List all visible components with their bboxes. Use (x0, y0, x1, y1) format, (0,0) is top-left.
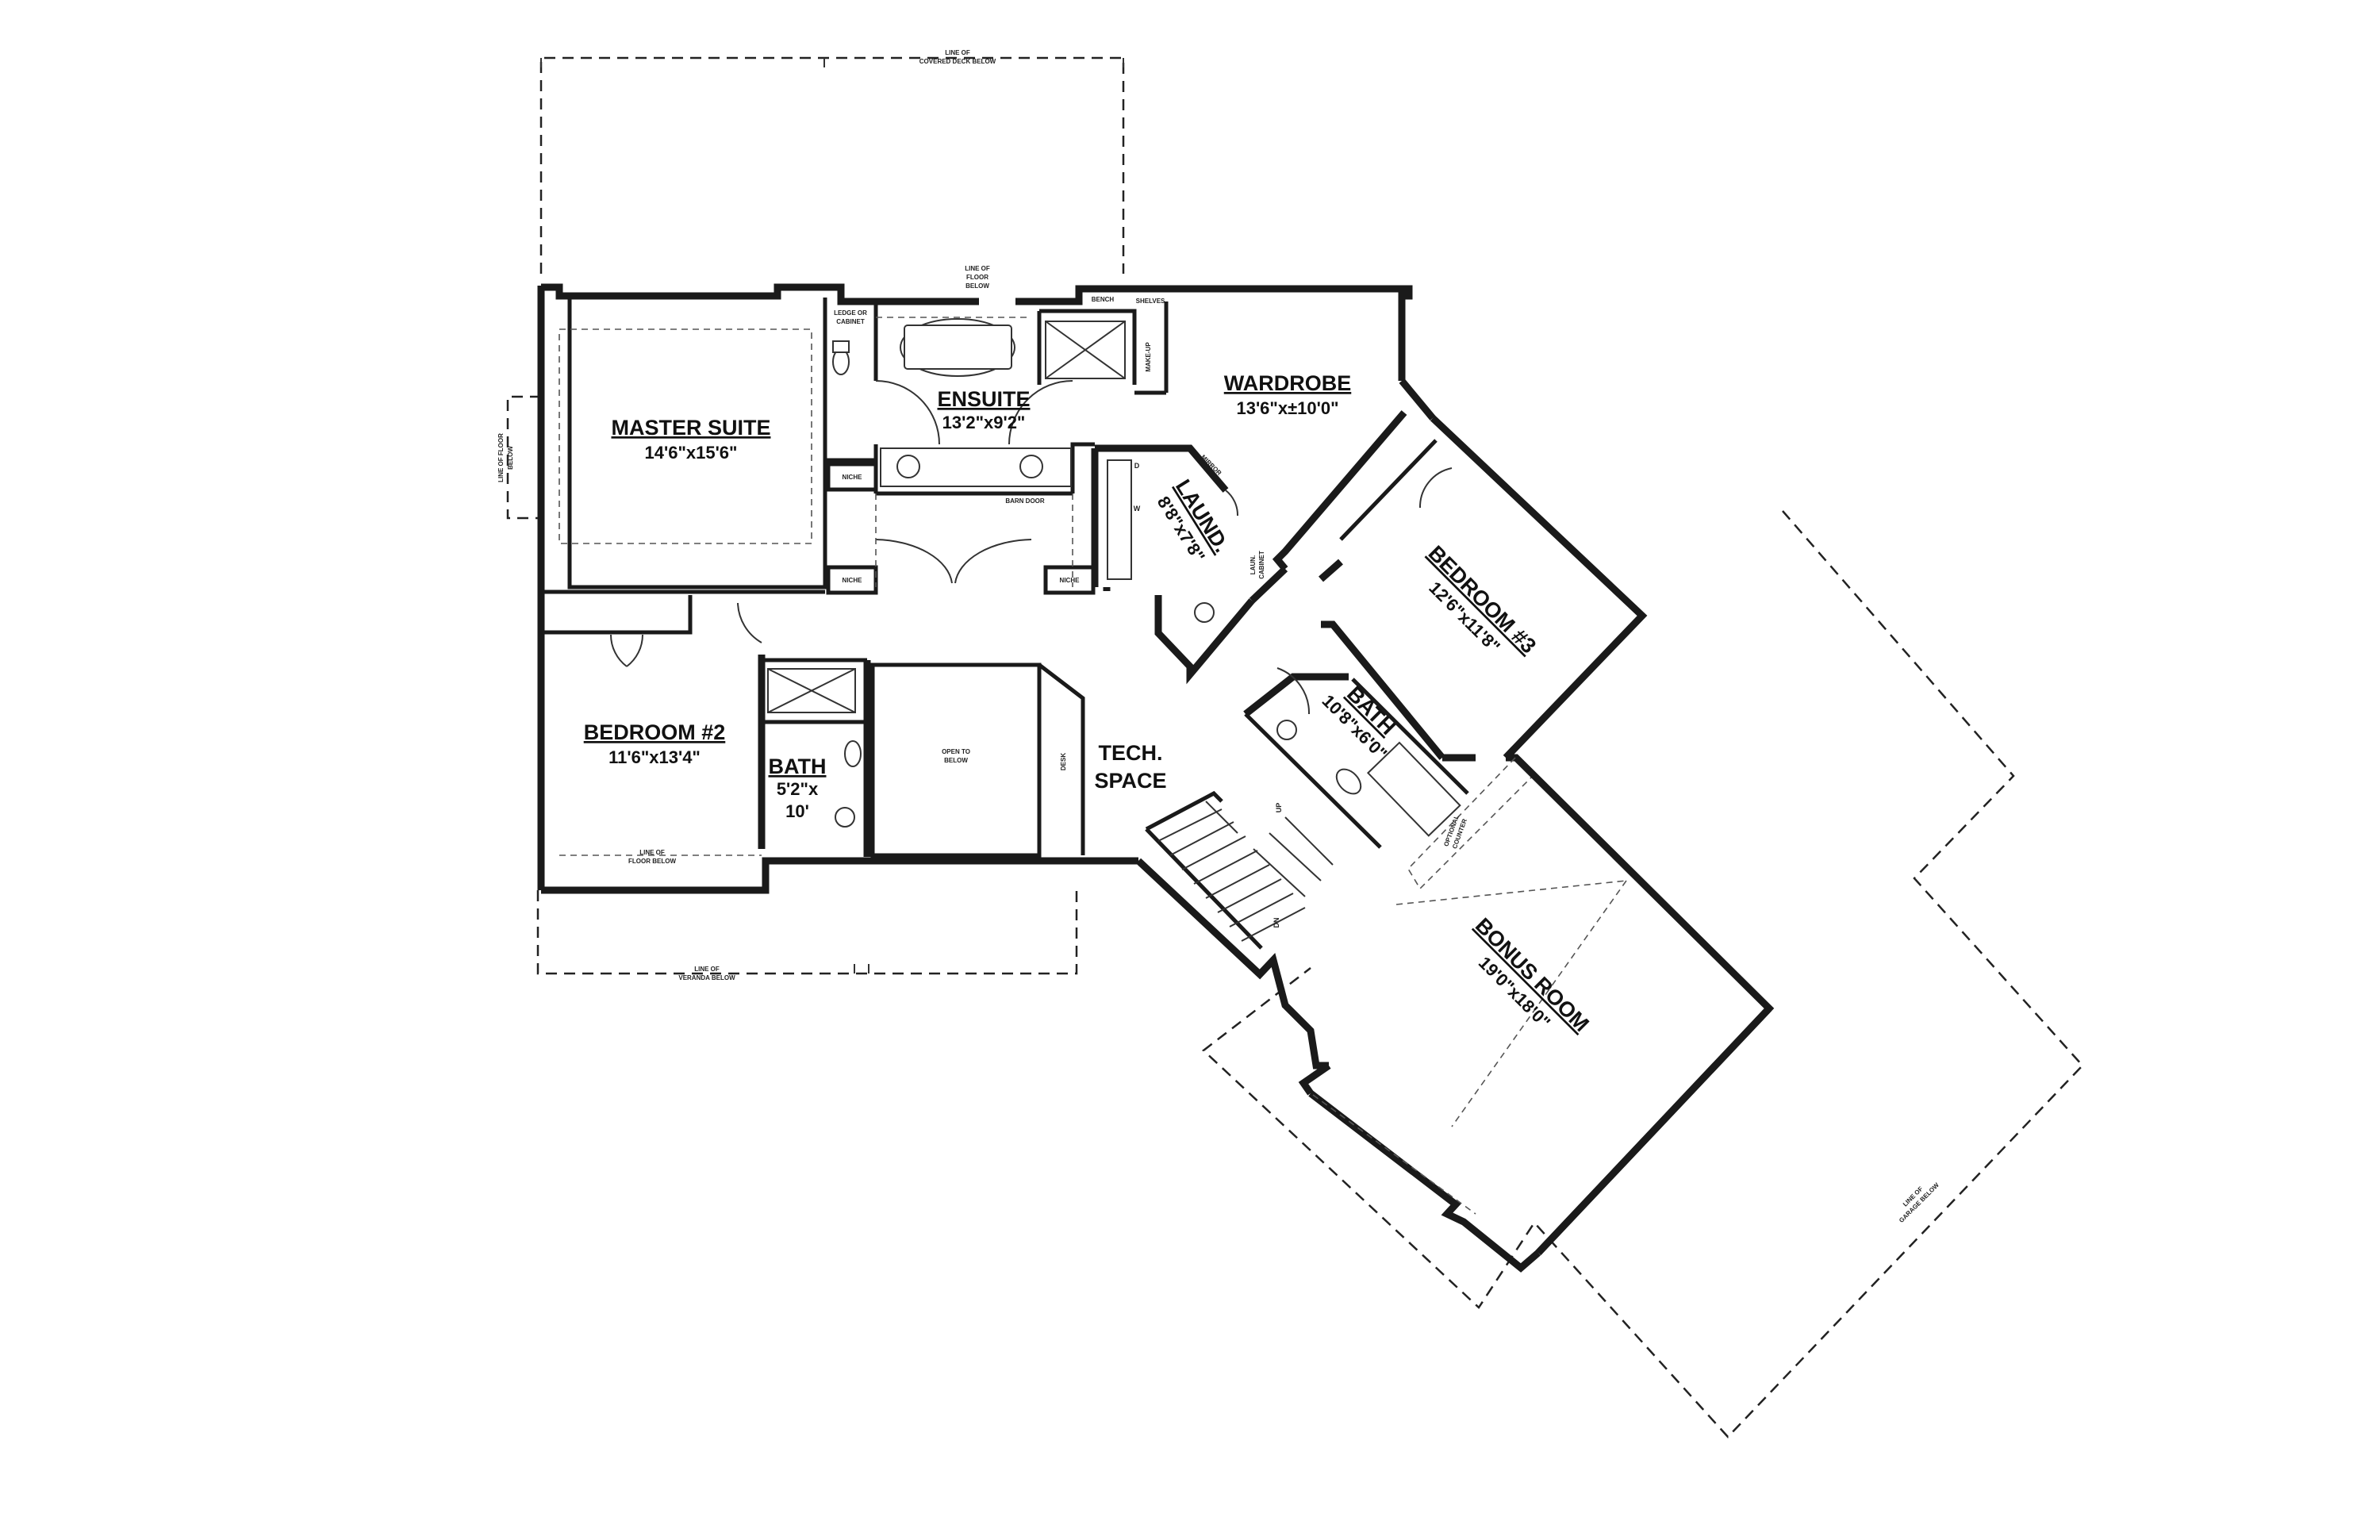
svg-text:LAUN.: LAUN. (1250, 555, 1257, 574)
bathtub-icon (1366, 741, 1461, 837)
svg-text:DN: DN (1273, 918, 1280, 928)
svg-text:10': 10' (785, 801, 809, 821)
svg-text:LEDGE OR: LEDGE OR (834, 309, 867, 317)
label-wardrobe: WARDROBE 13'6"x±10'0" (1224, 371, 1352, 418)
svg-text:BEDROOM #2: BEDROOM #2 (584, 720, 726, 744)
svg-text:SPACE: SPACE (1094, 769, 1166, 793)
svg-text:OPEN TO: OPEN TO (942, 748, 970, 755)
toilet-icon (1335, 768, 1362, 795)
svg-text:BARN DOOR: BARN DOOR (1005, 497, 1045, 505)
exterior-walls (537, 283, 1775, 1273)
svg-text:WARDROBE: WARDROBE (1224, 371, 1352, 395)
svg-text:FLOOR BELOW: FLOOR BELOW (628, 858, 676, 865)
door-swings (610, 380, 1453, 715)
label-bedroom-2: BEDROOM #2 11'6"x13'4" (584, 720, 726, 767)
svg-text:DESK: DESK (1060, 753, 1067, 770)
svg-text:CABINET: CABINET (1258, 551, 1265, 579)
sink-icon (1276, 720, 1297, 740)
sink-icon (896, 455, 920, 478)
svg-text:LINE OF: LINE OF (945, 49, 970, 56)
staircase (1145, 790, 1334, 950)
svg-text:BELOW: BELOW (965, 282, 989, 290)
svg-text:11'6"x13'4": 11'6"x13'4" (608, 747, 701, 767)
svg-text:LINE OF: LINE OF (639, 849, 665, 856)
svg-text:BELOW: BELOW (507, 446, 514, 470)
covered-deck-outline (539, 56, 1125, 274)
svg-text:COVERED DECK BELOW: COVERED DECK BELOW (919, 58, 996, 65)
svg-text:LINE OF FLOOR: LINE OF FLOOR (497, 433, 505, 482)
svg-text:NICHE: NICHE (843, 577, 863, 584)
svg-text:BATH: BATH (769, 755, 827, 778)
svg-text:13'6"x±10'0": 13'6"x±10'0" (1236, 398, 1338, 418)
label-bonus-room: BONUS ROOM 19'0"x18'0" (1471, 913, 1594, 1036)
svg-text:W: W (1134, 505, 1141, 513)
svg-text:LINE OF: LINE OF (965, 265, 990, 272)
dashed-details (559, 317, 1627, 1215)
label-bath-2: BATH 5'2"x 10' (769, 755, 827, 821)
garage-outline (1202, 510, 2084, 1438)
svg-text:D: D (1134, 462, 1140, 470)
svg-text:SHELVES: SHELVES (1136, 298, 1165, 305)
svg-text:UP: UP (1275, 803, 1283, 813)
sink-icon (835, 807, 855, 828)
svg-text:VERANDA BELOW: VERANDA BELOW (678, 974, 735, 981)
svg-text:BELOW: BELOW (944, 757, 968, 764)
svg-text:BENCH: BENCH (1092, 296, 1115, 303)
svg-text:5'2"x: 5'2"x (777, 779, 819, 799)
label-ensuite: ENSUITE 13'2"x9'2" (937, 387, 1030, 432)
svg-text:FLOOR: FLOOR (966, 274, 988, 281)
svg-text:14'6"x15'6": 14'6"x15'6" (645, 443, 738, 463)
label-bedroom-3: BEDROOM #3 12'6"x11'8" (1424, 541, 1541, 658)
svg-text:MASTER SUITE: MASTER SUITE (611, 416, 770, 440)
svg-text:ENSUITE: ENSUITE (937, 387, 1030, 411)
svg-text:LINE OF: LINE OF (694, 966, 720, 973)
svg-text:MAKE-UP: MAKE-UP (1145, 342, 1152, 372)
svg-text:NICHE: NICHE (843, 474, 863, 481)
sink-icon (1019, 455, 1043, 478)
svg-text:TECH.: TECH. (1099, 741, 1163, 765)
fixtures (767, 318, 1461, 837)
svg-text:13'2"x9'2": 13'2"x9'2" (942, 413, 1026, 432)
floor-below-left-outline (506, 395, 541, 520)
toilet-icon (844, 740, 862, 767)
svg-text:NICHE: NICHE (1060, 577, 1081, 584)
label-master-suite: MASTER SUITE 14'6"x15'6" (611, 416, 770, 463)
sink-icon (1194, 602, 1215, 623)
veranda-outline (536, 890, 1078, 975)
label-tech-space: TECH. SPACE (1094, 741, 1166, 793)
svg-text:CABINET: CABINET (836, 318, 865, 325)
